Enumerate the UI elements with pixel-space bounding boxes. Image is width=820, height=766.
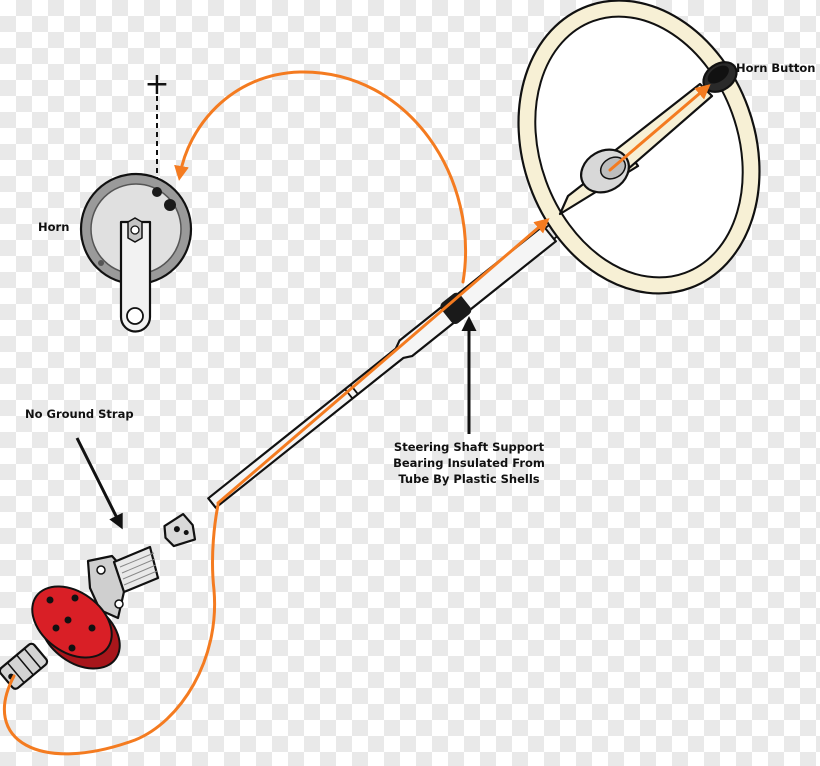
no-ground-strap-label: No Ground Strap	[25, 407, 134, 421]
circuit-wire-shaft	[216, 218, 550, 505]
bearing-label-line3: Tube By Plastic Shells	[398, 472, 539, 486]
bearing-label-line1: Steering Shaft Support	[394, 440, 545, 454]
circuit-wire-to-horn	[174, 70, 468, 284]
horn-button-label: Horn Button	[736, 61, 815, 75]
horn-button	[702, 61, 738, 93]
bearing-label-line2: Bearing Insulated From	[393, 456, 545, 470]
steering-box-input-clamp	[0, 642, 49, 690]
lower-shaft-flange	[86, 545, 160, 620]
plus-sign: +	[144, 67, 169, 102]
circuit-wire-lower	[2, 503, 220, 756]
horn-terminal-2	[164, 199, 176, 211]
collar-clamp	[163, 512, 197, 548]
no-ground-strap-arrow	[75, 437, 123, 530]
rag-joint-coupler	[31, 585, 121, 670]
horn-mounting-bracket	[119, 220, 152, 333]
horn-assembly: +	[79, 67, 193, 333]
horn-terminal-1	[152, 187, 162, 197]
horn-label: Horn	[38, 220, 69, 234]
steering-wheel	[517, 0, 761, 295]
circuit-wire-to-button	[608, 84, 711, 172]
